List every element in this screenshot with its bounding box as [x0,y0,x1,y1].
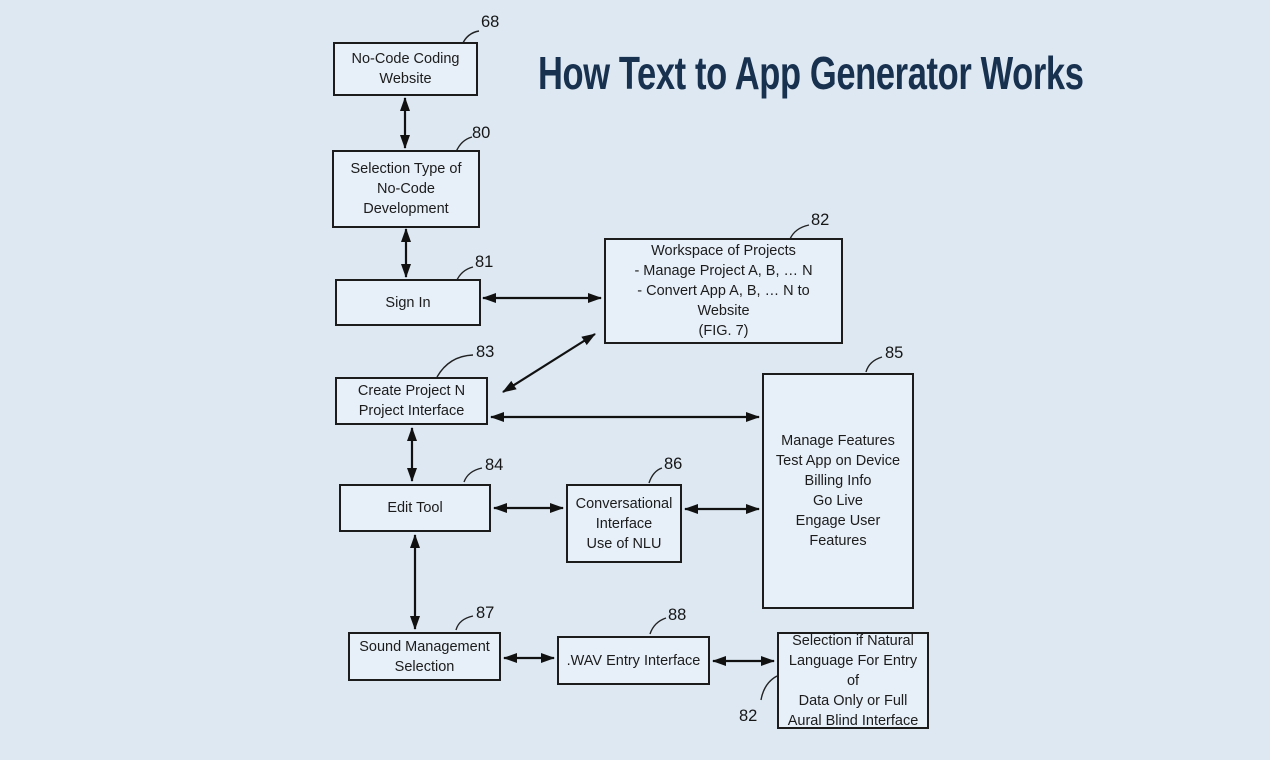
arrow-83-82 [502,333,596,393]
node-edit-tool: Edit Tool [339,484,491,532]
ref-label-86: 86 [664,455,683,473]
ref-label-87: 87 [476,604,495,622]
leader-82 [789,224,810,240]
double-arrow-connectors [400,97,775,666]
leader-86 [648,467,663,484]
ref-label-88: 88 [668,606,687,624]
ref-label-84: 84 [485,456,504,474]
leader-82-aural [760,675,778,701]
leader-88 [649,617,667,635]
node-selection-type-of-no-code-development: Selection Type of No-Code Development [332,150,480,228]
ref-label-82: 82 [811,211,830,229]
leader-84 [463,467,483,483]
leader-87 [455,615,474,631]
page-title: How Text to App Generator Works [538,47,1084,99]
ref-label-68: 68 [481,13,500,31]
node-selection-natural-language-aural-blind: Selection if Natural Language For Entry … [777,632,929,729]
node-sign-in: Sign In [335,279,481,326]
leader-85 [865,356,883,373]
ref-label-82-aural: 82 [739,707,758,725]
node-sound-management-selection: Sound Management Selection [348,632,501,681]
leader-83 [436,354,474,378]
node-no-code-coding-website: No-Code Coding Website [333,42,478,96]
ref-label-85: 85 [885,344,904,362]
node-create-project-n-project-interface: Create Project N Project Interface [335,377,488,425]
node-conversational-interface-nlu: Conversational Interface Use of NLU [566,484,682,563]
ref-label-80: 80 [472,124,491,142]
node-workspace-of-projects: Workspace of Projects - Manage Project A… [604,238,843,344]
node-manage-features: Manage Features Test App on Device Billi… [762,373,914,609]
node-wav-entry-interface: .WAV Entry Interface [557,636,710,685]
ref-label-81: 81 [475,253,494,271]
ref-label-83: 83 [476,343,495,361]
